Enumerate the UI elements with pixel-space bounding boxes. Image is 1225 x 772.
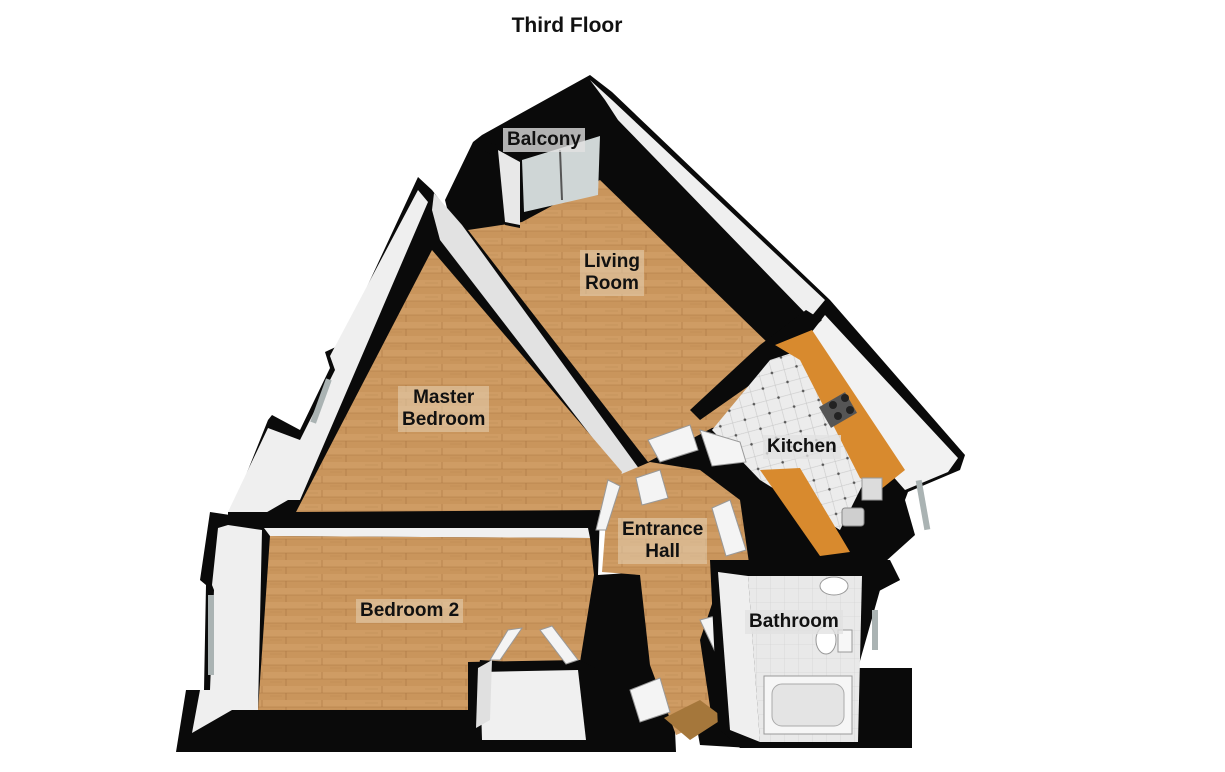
room-label-bathroom: Bathroom	[745, 610, 843, 634]
master-bedroom-floor	[296, 250, 622, 512]
living-room-label-line2: Room	[585, 273, 639, 294]
bathroom-label-text: Bathroom	[749, 611, 839, 632]
balcony-glazing	[476, 136, 600, 228]
room-label-balcony: Balcony	[503, 128, 585, 152]
windows	[208, 378, 931, 675]
kitchen-area	[690, 310, 905, 556]
inner-walls	[192, 80, 958, 733]
entrance-hall-label-line2: Hall	[645, 541, 681, 562]
room-label-bedroom-2: Bedroom 2	[356, 599, 464, 623]
bedroom-divider-face	[264, 528, 590, 538]
bedroom-2-label-text: Bedroom 2	[360, 600, 460, 621]
master-bedroom-label-line2: Bedroom	[402, 409, 486, 430]
floor-title: Third Floor	[511, 14, 623, 37]
room-label-living-room: Living Room	[580, 250, 644, 296]
door-mat	[664, 700, 724, 740]
bedroom-divider-wall	[228, 512, 600, 528]
master-bedroom-label-line1: Master	[413, 387, 475, 408]
room-label-entrance-hall: Entrance Hall	[618, 518, 708, 564]
kitchen-label-text: Kitchen	[767, 436, 837, 457]
room-label-kitchen: Kitchen	[763, 435, 841, 459]
room-label-master-bedroom: Master Bedroom	[398, 386, 490, 432]
bedroom-2-floor	[258, 536, 594, 710]
balcony-label-text: Balcony	[507, 129, 581, 150]
entrance-hall-label-line1: Entrance	[622, 519, 704, 540]
bathroom-area	[710, 560, 912, 748]
wardrobe-niche	[468, 660, 598, 748]
living-room-label-line1: Living	[584, 251, 640, 272]
